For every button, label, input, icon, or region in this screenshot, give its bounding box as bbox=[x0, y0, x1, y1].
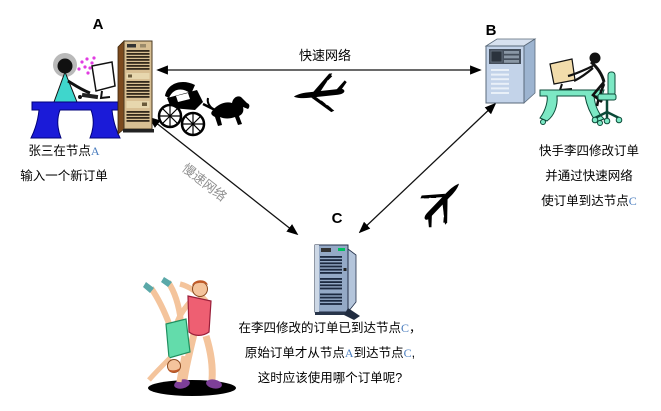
caption-text: 到达节点 bbox=[353, 346, 404, 360]
node-ref-mark: A bbox=[344, 346, 354, 360]
caption-text: 使订单到达节点 bbox=[541, 194, 629, 208]
node-a-label: A bbox=[92, 16, 104, 33]
b-to-c-arrow bbox=[358, 102, 497, 234]
node-ref-mark: C bbox=[403, 346, 412, 360]
airplane-icon-bc bbox=[409, 170, 473, 235]
node-a-caption: 张三在节点A 输入一个新订单 bbox=[3, 139, 125, 189]
sparkles-icon bbox=[77, 56, 96, 75]
node-b-label: B bbox=[485, 22, 497, 39]
node-b-caption: 快手李四修改订单 并通过快速网络 使订单到达节点C bbox=[519, 139, 659, 214]
node-c-caption: 在李四修改的订单已到达节点C， 原始订单才从节点A到达节点C, 这时应该使用哪个… bbox=[222, 316, 438, 391]
person-at-computer-icon-b bbox=[539, 52, 623, 126]
server-c-icon bbox=[314, 244, 360, 320]
caption-line: 并通过快速网络 bbox=[545, 169, 633, 183]
caption-text: 张三在节点 bbox=[28, 144, 91, 158]
node-ref-mark: C bbox=[400, 321, 409, 335]
caption-line: 在李四修改的订单已到达节点C， bbox=[222, 316, 438, 341]
caption-line: 张三在节点A bbox=[3, 139, 125, 164]
airplane-icon-fast bbox=[292, 72, 350, 116]
server-a-icon bbox=[117, 40, 154, 135]
caption-punct: ， bbox=[409, 321, 422, 335]
node-ref-mark: C bbox=[628, 194, 637, 208]
caption-line: 原始订单才从节点A到达节点C, bbox=[222, 341, 438, 366]
caption-line: 输入一个新订单 bbox=[20, 169, 108, 183]
caption-text: 在李四修改的订单已到达节点 bbox=[238, 321, 401, 335]
caption-punct: , bbox=[411, 346, 416, 360]
horse-carriage-icon bbox=[157, 82, 250, 137]
slow-network-arrow bbox=[148, 116, 299, 236]
caption-text: 原始订单才从节点 bbox=[244, 346, 345, 360]
caption-line: 使订单到达节点C bbox=[519, 189, 659, 214]
person-at-computer-icon bbox=[30, 53, 121, 139]
caption-line: 这时应该使用哪个订单呢? bbox=[257, 371, 403, 385]
caption-line: 快手李四修改订单 bbox=[538, 144, 639, 158]
wrestlers-icon bbox=[143, 277, 236, 396]
fast-network-label: 快速网络 bbox=[298, 48, 351, 63]
server-b-icon bbox=[484, 38, 537, 104]
node-c-label: C bbox=[331, 210, 343, 227]
node-ref-mark: A bbox=[90, 144, 100, 158]
